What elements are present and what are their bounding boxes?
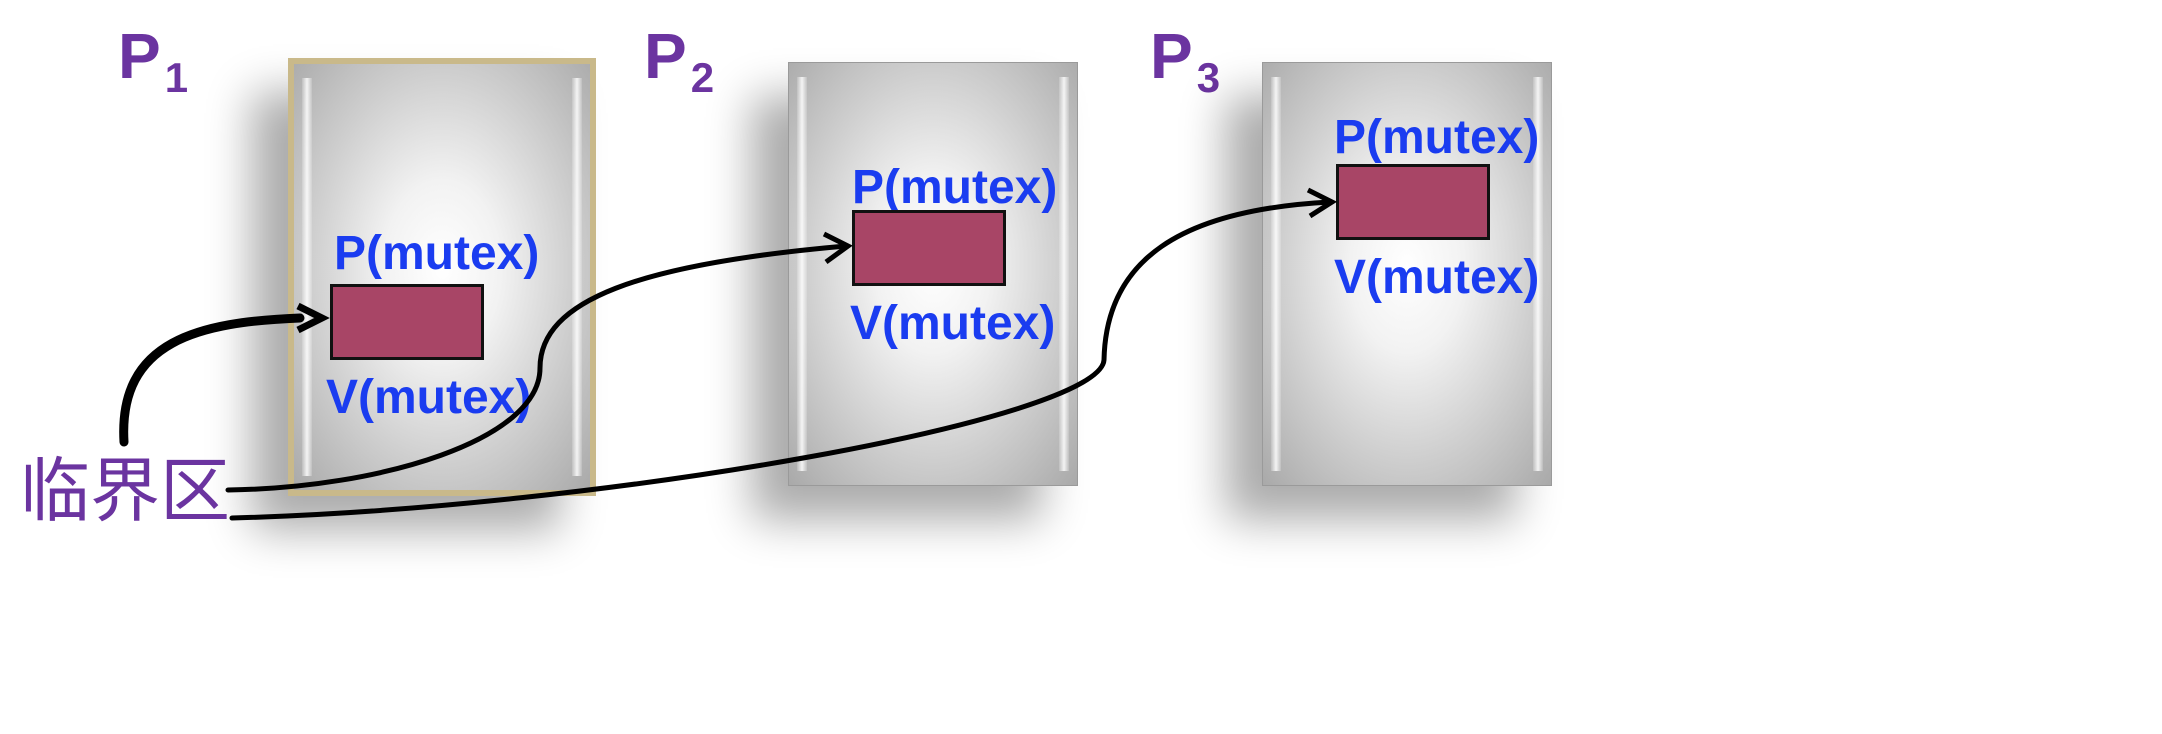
process-label-p3: P3 — [1150, 24, 1220, 99]
process-label-p3-subscript: 3 — [1196, 54, 1221, 101]
process-label-p2: P2 — [644, 24, 714, 99]
p3-critical-section-box — [1336, 164, 1490, 240]
process-panel-p1 — [288, 58, 596, 496]
p2-enter-label: P(mutex) — [852, 161, 1058, 214]
process-label-p1-subscript: 1 — [164, 54, 189, 101]
process-label-p1-base: P — [118, 20, 161, 92]
p1-enter-label: P(mutex) — [334, 227, 540, 280]
critical-section-label: 临界区 — [20, 450, 230, 532]
p2-critical-section-box — [852, 210, 1006, 286]
process-panel-p3 — [1262, 62, 1552, 486]
process-label-p2-base: P — [644, 20, 687, 92]
process-label-p1: P1 — [118, 24, 188, 99]
p1-critical-section-box — [330, 284, 484, 360]
process-label-p3-base: P — [1150, 20, 1193, 92]
arrowhead-p3 — [1306, 187, 1338, 219]
arrow-to-p2 — [225, 243, 849, 493]
p3-exit-label: V(mutex) — [1334, 251, 1540, 304]
p2-exit-label: V(mutex) — [850, 297, 1056, 350]
arrowhead-p2 — [822, 231, 853, 265]
p3-enter-label: P(mutex) — [1334, 111, 1540, 164]
arrow-to-p3 — [229, 199, 1333, 521]
arrow-to-p1 — [119, 313, 305, 447]
process-label-p2-subscript: 2 — [690, 54, 715, 101]
p1-exit-label: V(mutex) — [326, 371, 532, 424]
arrowhead-p1 — [296, 302, 330, 334]
